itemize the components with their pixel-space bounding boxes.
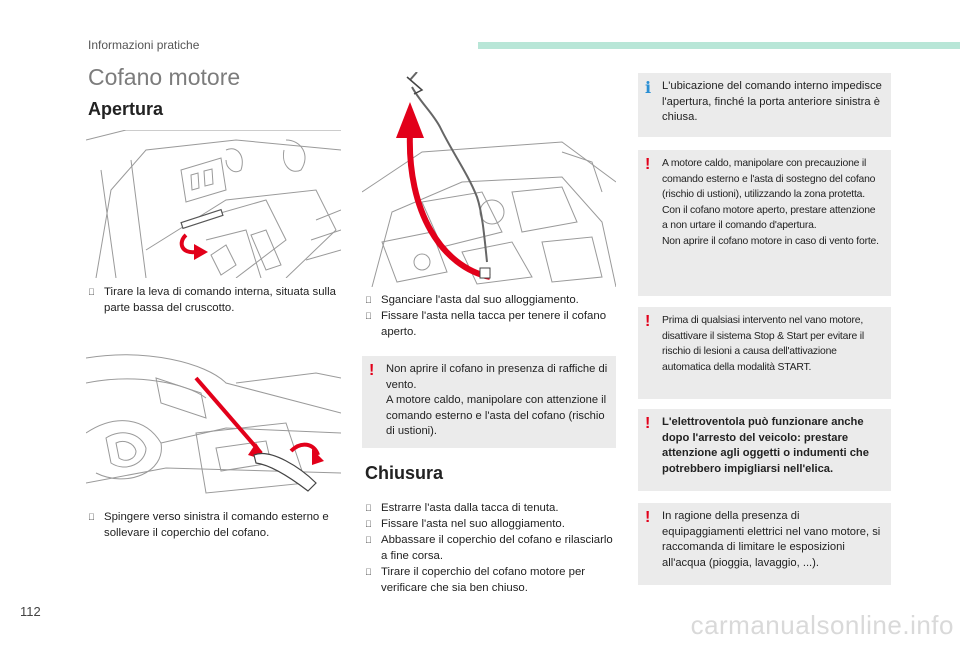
warning-icon: ! (645, 509, 651, 526)
wind-warning-box: ! Non aprire il cofano in presenza di ra… (362, 356, 616, 448)
page-title: Cofano motore (88, 64, 241, 90)
apertura-steps-2: Spingere verso sinistra il comando ester… (88, 509, 338, 541)
hot-engine-line1: A motore caldo, manipolare con precauzio… (662, 158, 876, 200)
water-warning-text: In ragione della presenza di equipaggiam… (662, 510, 881, 569)
figure-hood-prop-rod (362, 72, 616, 287)
step-item: Abbassare il coperchio del cofano e rila… (365, 532, 613, 562)
info-icon: i (645, 78, 652, 97)
info-text: L'ubicazione del comando interno impedis… (662, 80, 882, 123)
hot-engine-line2: Con il cofano motore aperto, prestare at… (662, 204, 876, 232)
apertura-steps-3: Sganciare l'asta dal suo alloggiamento. … (365, 292, 615, 340)
warning-icon: ! (645, 313, 651, 330)
step-item: Spingere verso sinistra il comando ester… (88, 509, 329, 539)
step-item: Tirare la leva di comando interna, situa… (88, 284, 336, 314)
step-item: Fissare l'asta nella tacca per tenere il… (365, 308, 607, 338)
info-box: i L'ubicazione del comando interno imped… (638, 73, 891, 137)
figure-interior-lever (86, 130, 341, 278)
step-item: Sganciare l'asta dal suo alloggiamento. (365, 292, 579, 308)
wind-warning-line1: Non aprire il cofano in presenza di raff… (386, 363, 608, 391)
header-accent-bar (478, 42, 960, 49)
warning-icon: ! (645, 415, 651, 432)
figure-external-control (86, 343, 341, 498)
stop-start-text: Prima di qualsiasi intervento nel vano m… (662, 315, 864, 373)
page-number: 112 (20, 604, 41, 619)
section-title-chiusura: Chiusura (365, 463, 444, 483)
step-item: Estrarre l'asta dalla tacca di tenuta. (365, 500, 559, 516)
apertura-steps-1: Tirare la leva di comando interna, situa… (88, 284, 338, 316)
watermark: carmanualsonline.info (690, 610, 954, 640)
interior-lever-illustration (86, 130, 341, 278)
fan-warning-box: ! L'elettroventola può funzionare anche … (638, 409, 891, 491)
section-title-apertura: Apertura (88, 99, 164, 119)
stop-start-warning-box: ! Prima di qualsiasi intervento nel vano… (638, 307, 891, 399)
fan-warning-text: L'elettroventola può funzionare anche do… (662, 416, 869, 475)
step-item: Tirare il coperchio del cofano motore pe… (365, 564, 586, 594)
warning-icon: ! (645, 156, 651, 173)
warning-icon: ! (369, 362, 375, 379)
hot-engine-line3: Non aprire il cofano motore in caso di v… (662, 235, 879, 247)
hot-engine-warning-box: ! A motore caldo, manipolare con precauz… (638, 150, 891, 296)
hood-prop-rod-illustration (362, 72, 616, 287)
chiusura-steps: Estrarre l'asta dalla tacca di tenuta. F… (365, 500, 615, 596)
step-item: Fissare l'asta nel suo alloggiamento. (365, 516, 565, 532)
wind-warning-line2: A motore caldo, manipolare con attenzion… (386, 394, 607, 437)
external-control-illustration (86, 354, 341, 494)
water-warning-box: ! In ragione della presenza di equipaggi… (638, 503, 891, 585)
header-title: Informazioni pratiche (88, 38, 200, 52)
